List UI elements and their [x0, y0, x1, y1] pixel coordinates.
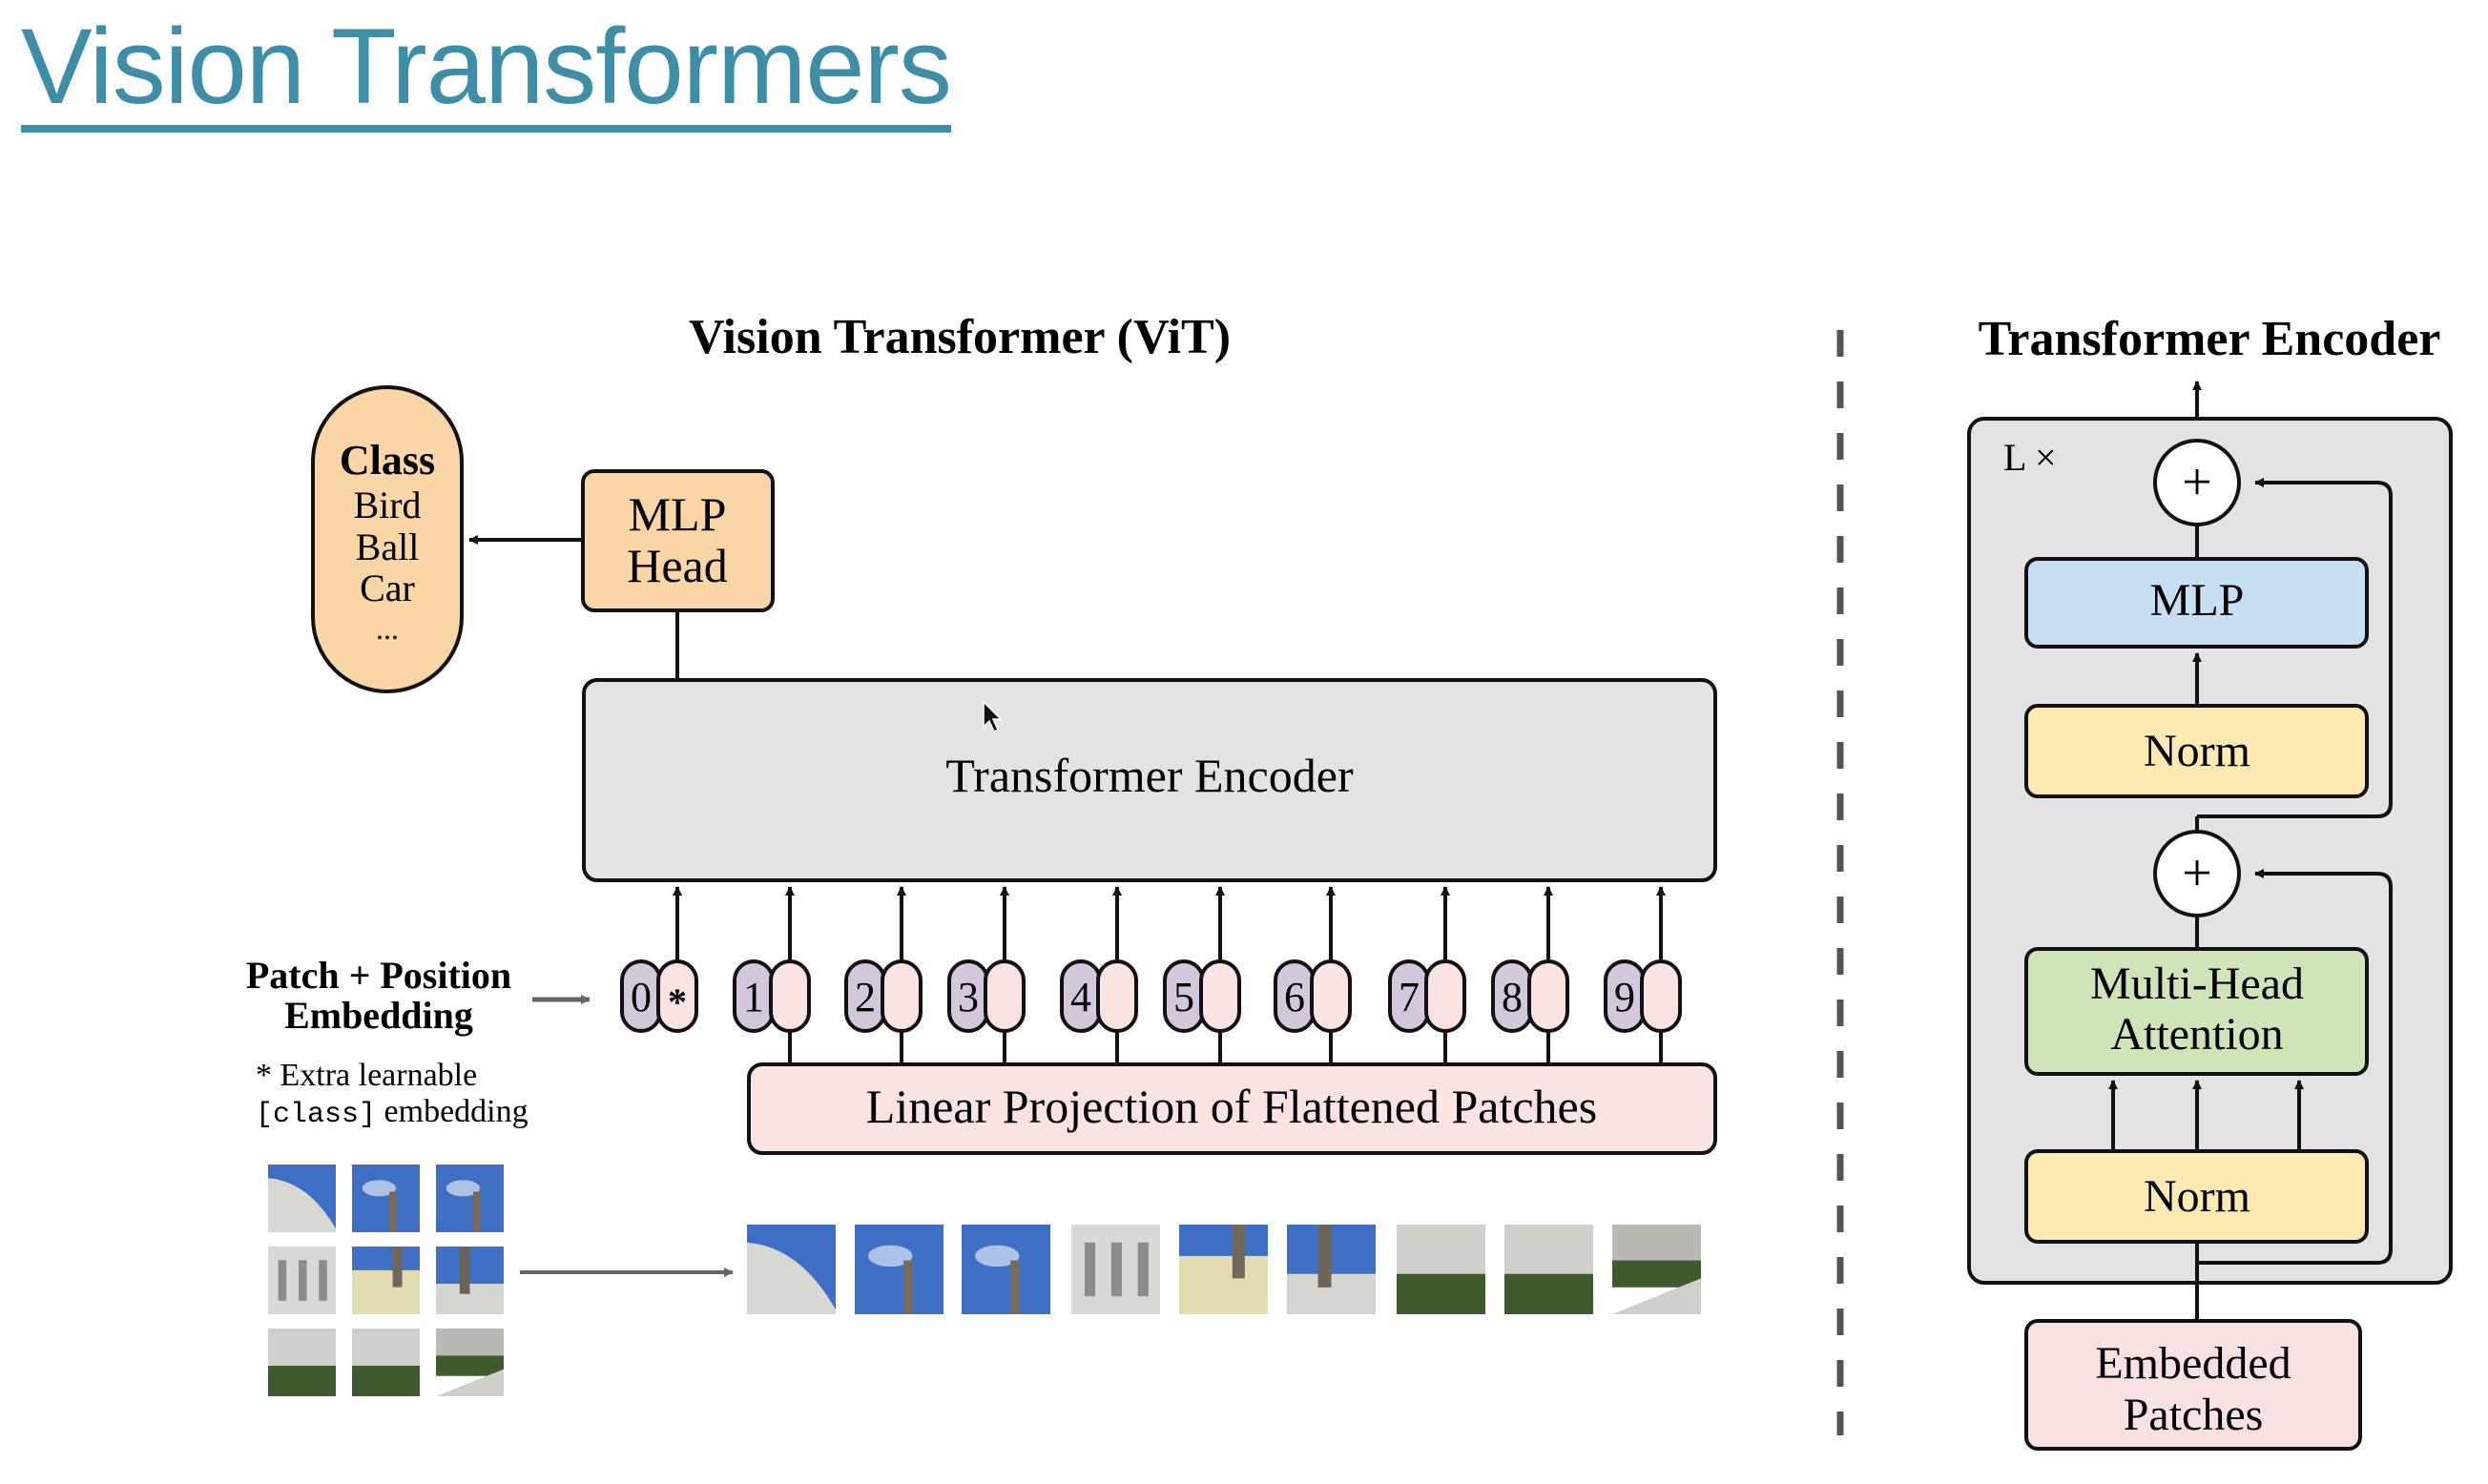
token-index: 7 — [1399, 974, 1420, 1020]
token-pair-9: 9 — [1604, 886, 1682, 1064]
image-patch-grid — [268, 1165, 504, 1396]
grid-patch-2 — [352, 1165, 420, 1232]
token-index: 1 — [743, 974, 764, 1020]
patch-position-label-1: Patch + Position — [246, 954, 511, 997]
patch-embedding — [1527, 959, 1569, 1033]
class-item-bird: Bird — [353, 484, 421, 526]
token-pair-5: 5 — [1163, 886, 1241, 1064]
patch-embedding — [1199, 959, 1241, 1033]
token-index: 3 — [958, 974, 979, 1020]
mlp-head-line2: Head — [627, 539, 728, 592]
flattened-patch-9 — [1612, 1225, 1701, 1314]
embedded-patches-box: Embedded Patches — [2024, 1319, 2362, 1451]
token-index: 0 — [631, 974, 652, 1020]
flattened-patch-4 — [1071, 1225, 1160, 1314]
linear-projection-label: Linear Projection of Flattened Patches — [866, 1080, 1597, 1133]
transformer-encoder-box: Transformer Encoder — [582, 678, 1717, 882]
class-output-box: Class Bird Ball Car ... — [311, 385, 464, 693]
attention-label-1: Multi-Head — [2090, 958, 2304, 1009]
class-item-ball: Ball — [356, 526, 420, 568]
residual-add-top-icon — [2153, 439, 2241, 526]
token-pair-7: 7 — [1388, 886, 1466, 1064]
encoder-label: Transformer Encoder — [945, 749, 1354, 802]
attention-label-2: Attention — [2110, 1009, 2283, 1060]
token-pair-0: 0* — [620, 886, 698, 1033]
patch-embedding — [1424, 959, 1466, 1033]
patch-embedding — [984, 959, 1026, 1033]
token-pair-3: 3 — [947, 886, 1026, 1064]
class-item-car: Car — [360, 567, 415, 609]
mlp-block-label: MLP — [2150, 575, 2245, 626]
grid-patch-1 — [268, 1165, 336, 1232]
grid-patch-9 — [436, 1329, 504, 1396]
token-pair-6: 6 — [1274, 886, 1352, 1064]
plus-top: + — [2182, 453, 2212, 512]
token-index: 5 — [1173, 974, 1194, 1020]
norm-lower-label: Norm — [2144, 1171, 2250, 1222]
token-pair-2: 2 — [844, 886, 923, 1064]
flattened-patch-8 — [1504, 1225, 1593, 1314]
token-pair-1: 1 — [733, 886, 811, 1064]
attention-block — [2024, 947, 2369, 1076]
grid-patch-7 — [268, 1329, 336, 1396]
slide-title: Vision Transformers — [21, 8, 952, 134]
grid-patch-8 — [352, 1329, 420, 1396]
patch-embedding — [656, 959, 698, 1033]
mouse-cursor-icon — [983, 700, 1003, 733]
encoder-detail-box: L × + + MLP Norm Multi-Head Attention — [1967, 417, 2453, 1321]
embedded-label-2: Patches — [2124, 1390, 2264, 1440]
extra-note-line2: [class] embedding — [256, 1094, 529, 1131]
token-index: 2 — [855, 974, 876, 1020]
patch-row — [747, 1225, 1701, 1314]
embedded-label-1: Embedded — [2095, 1338, 2291, 1389]
flattened-patch-5 — [1179, 1225, 1268, 1314]
token-pair-8: 8 — [1491, 886, 1569, 1064]
grid-patch-6 — [436, 1247, 504, 1314]
plus-bottom: + — [2182, 844, 2212, 903]
grid-patch-3 — [436, 1165, 504, 1232]
class-token-marker: * — [668, 980, 687, 1023]
class-heading: Class — [340, 437, 435, 484]
grid-patch-4 — [268, 1247, 336, 1314]
vit-title: Vision Transformer (ViT) — [689, 310, 1231, 364]
token-index: 9 — [1614, 974, 1635, 1020]
patch-embedding — [1310, 959, 1352, 1033]
flattened-patch-6 — [1287, 1225, 1376, 1314]
norm-upper-label: Norm — [2144, 726, 2250, 776]
patch-position-label-2: Embedding — [284, 994, 473, 1037]
extra-note-line1: * Extra learnable — [256, 1058, 477, 1093]
flattened-patch-3 — [962, 1225, 1050, 1314]
patch-embedding — [769, 959, 811, 1033]
norm-block-lower — [2024, 1149, 2369, 1244]
token-index: 4 — [1070, 974, 1091, 1020]
repeat-label: L × — [2003, 436, 2057, 479]
patch-embedding — [1096, 959, 1138, 1033]
patch-embedding — [1640, 959, 1682, 1033]
patch-embedding — [881, 959, 923, 1033]
grid-patch-5 — [352, 1247, 420, 1314]
encoder-detail-title: Transformer Encoder — [1979, 312, 2441, 366]
class-item-more: ... — [376, 611, 399, 646]
flattened-patch-2 — [855, 1225, 943, 1314]
flattened-patch-1 — [747, 1225, 836, 1314]
mlp-head-box: MLP Head — [581, 469, 775, 612]
flattened-patch-7 — [1397, 1225, 1485, 1314]
linear-projection-box: Linear Projection of Flattened Patches — [747, 1062, 1717, 1155]
token-pair-4: 4 — [1060, 886, 1138, 1064]
mlp-head-line1: MLP — [629, 487, 727, 541]
residual-add-bottom-icon — [2153, 830, 2241, 917]
norm-block-upper — [2024, 704, 2369, 798]
token-index: 6 — [1284, 974, 1305, 1020]
mlp-block — [2024, 557, 2369, 649]
token-index: 8 — [1502, 974, 1523, 1020]
